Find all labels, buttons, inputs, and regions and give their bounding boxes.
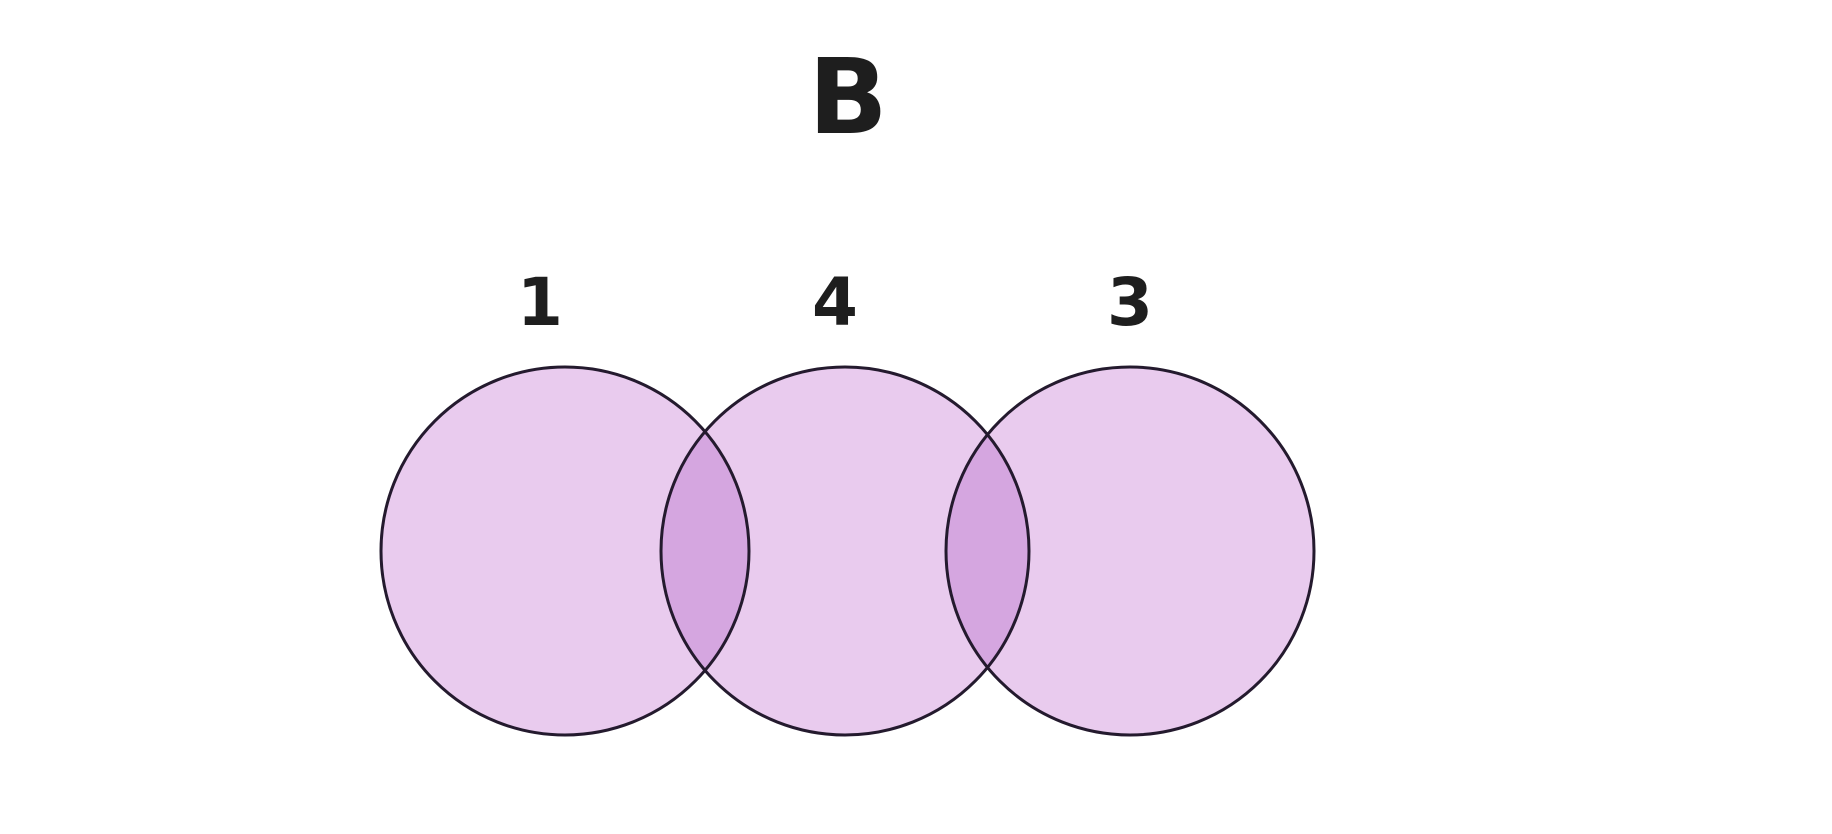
set-label-3: 3 [1107, 264, 1153, 341]
set-label-4: 4 [812, 264, 858, 341]
venn-circle-outlines [379, 365, 1316, 737]
venn-circle-1-fill[interactable] [381, 367, 749, 735]
venn-circle-4-fill[interactable] [661, 367, 1029, 735]
venn-circle-1-outline[interactable] [379, 365, 751, 737]
venn-circle-3-fill[interactable] [946, 367, 1314, 735]
venn-circle-3-outline[interactable] [944, 365, 1316, 737]
venn-set-labels: 1 4 3 [517, 264, 1153, 341]
venn-circle-4-outline[interactable] [659, 365, 1031, 737]
set-label-1: 1 [517, 264, 563, 341]
venn-circle-fills [381, 367, 1314, 735]
page-title: B [808, 36, 887, 158]
